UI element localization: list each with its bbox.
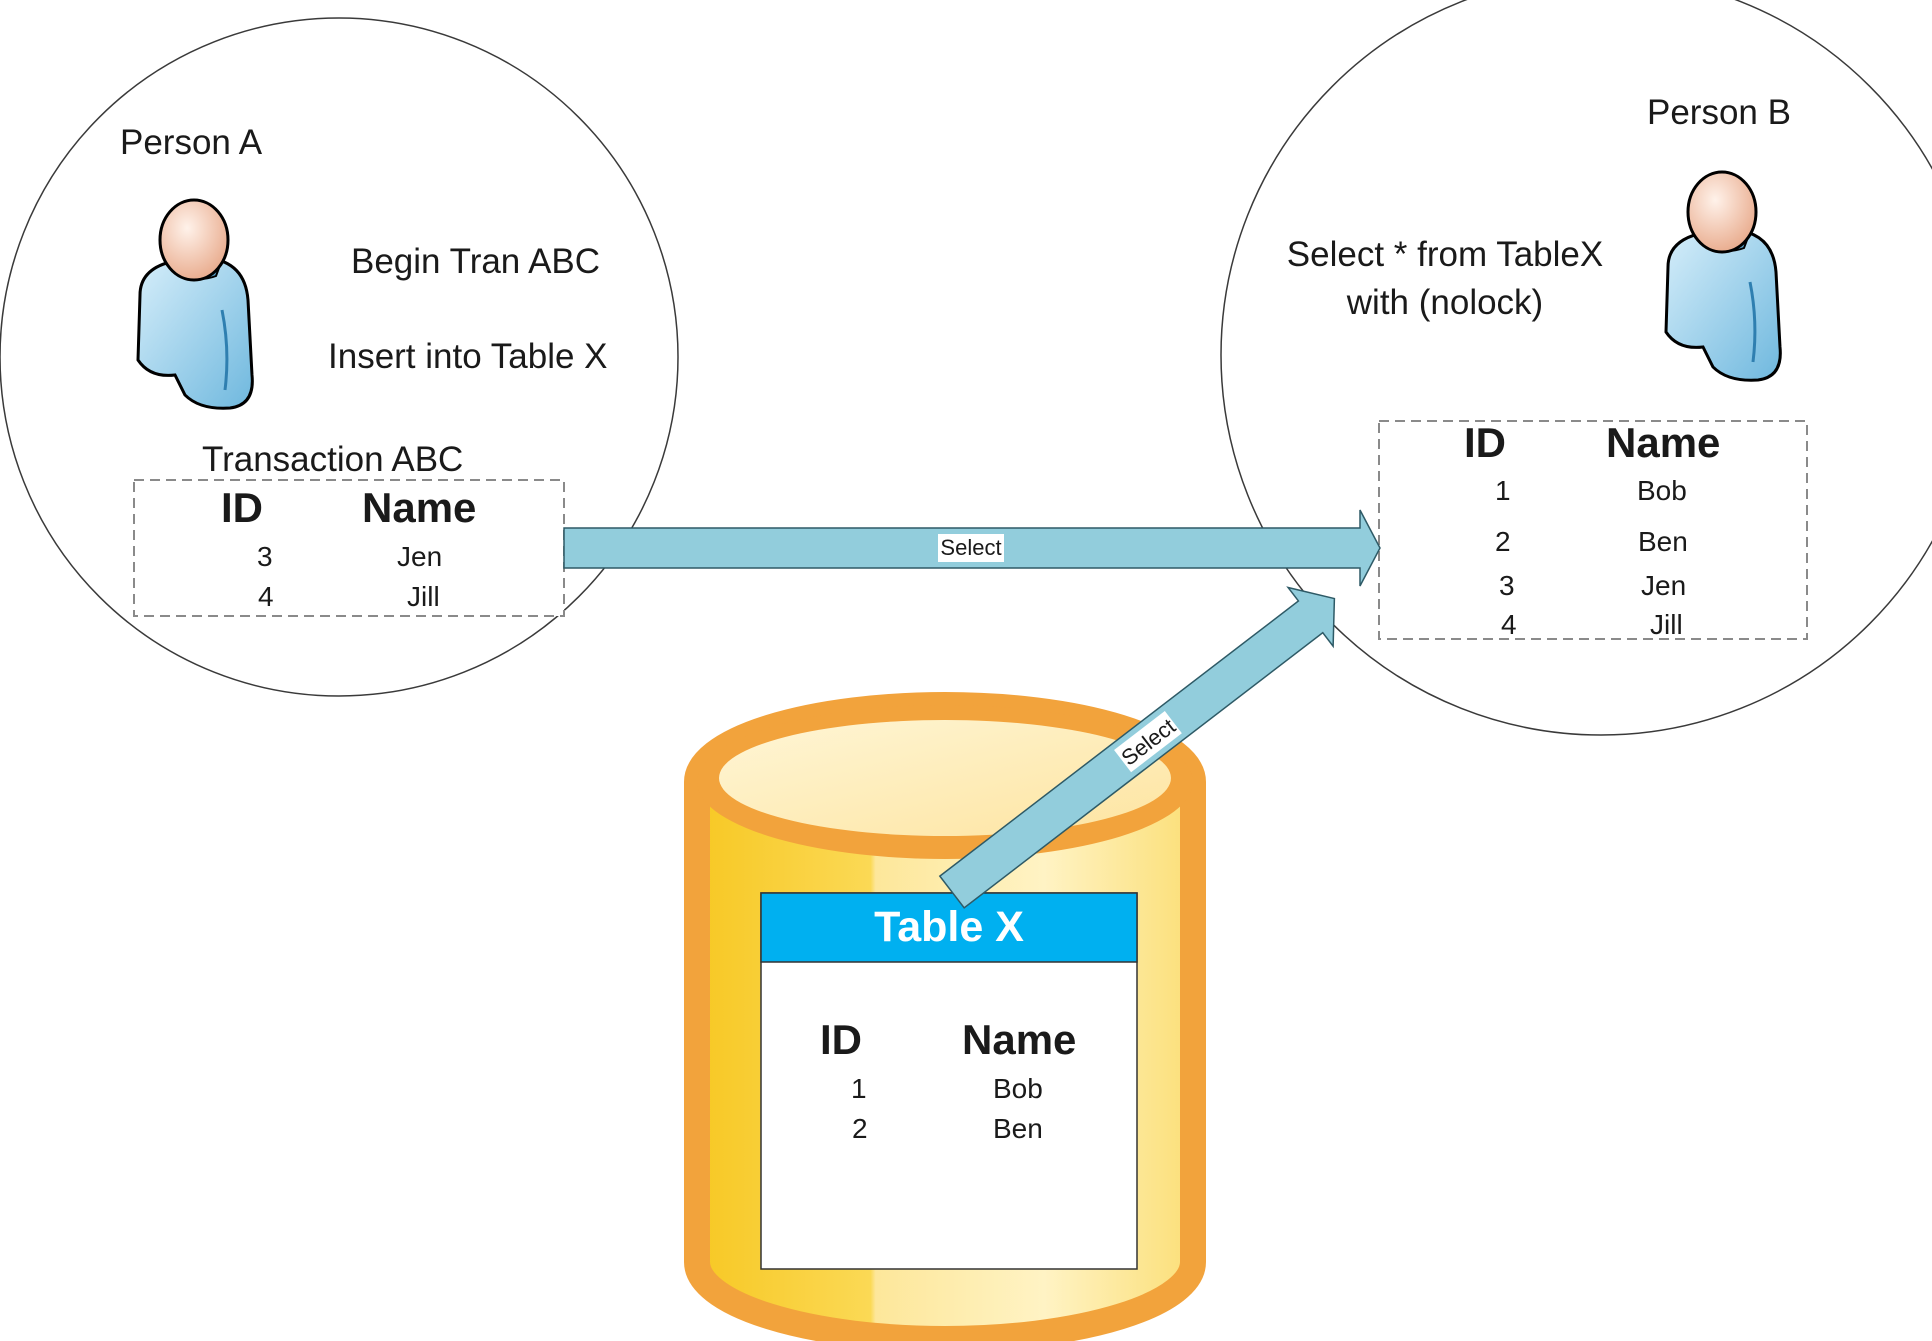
person-b-query-line-2: with (nolock) xyxy=(1346,283,1543,322)
result-table-row-2-name: Ben xyxy=(1638,526,1688,557)
result-table-row-1-id: 1 xyxy=(1495,475,1511,506)
table-x-row-2-id: 2 xyxy=(852,1113,868,1144)
result-table-row-3-id: 3 xyxy=(1499,570,1515,601)
transaction-label: Transaction ABC xyxy=(202,440,463,479)
table-x-row-1-name: Bob xyxy=(993,1073,1043,1104)
transaction-table-box xyxy=(133,479,565,617)
person-b-circle xyxy=(1220,0,1932,736)
transaction-table-header-name: Name xyxy=(362,484,476,531)
result-table-header-id: ID xyxy=(1464,419,1506,466)
user-icon xyxy=(1664,170,1782,382)
result-table-row-4-name: Jill xyxy=(1650,609,1683,640)
transaction-table-header-id: ID xyxy=(221,484,263,531)
person-a-circle xyxy=(0,17,679,697)
person-b-query-line-1: Select * from TableX xyxy=(1287,235,1603,274)
table-x-row-1-id: 1 xyxy=(851,1073,867,1104)
diagonal-arrow-label-bg xyxy=(1114,711,1182,773)
result-table-box xyxy=(1378,420,1808,640)
transaction-table-row-1-id: 3 xyxy=(257,541,273,572)
table-x-header-bar xyxy=(760,892,1138,963)
result-table-row-2-id: 2 xyxy=(1495,526,1511,557)
table-x-title: Table X xyxy=(874,903,1024,951)
result-table-row-4-id: 4 xyxy=(1501,609,1517,640)
table-x-header-name: Name xyxy=(962,1016,1076,1063)
database-cylinder-icon: Table X ID Name 1 Bob 2 Ben xyxy=(684,692,1206,1341)
table-x-row-2-name: Ben xyxy=(993,1113,1043,1144)
transaction-table-row-2-id: 4 xyxy=(258,581,274,612)
transaction-table-row-1-name: Jen xyxy=(397,541,442,572)
person-b-group: Person B Select * from TableX with (nolo… xyxy=(1220,0,1932,736)
horizontal-arrow-label: Select xyxy=(940,535,1001,560)
transaction-table-row-2-name: Jill xyxy=(407,581,440,612)
result-table-row-3-name: Jen xyxy=(1641,570,1686,601)
result-table-row-1-name: Bob xyxy=(1637,475,1687,506)
person-a-step-2: Insert into Table X xyxy=(328,337,608,376)
horizontal-select-arrow: Select xyxy=(563,509,1381,587)
person-a-group: Person A Begin Tran ABC Insert into Tabl… xyxy=(0,17,679,697)
result-table-header-name: Name xyxy=(1606,419,1720,466)
user-icon xyxy=(136,198,254,410)
horizontal-arrow-label-bg xyxy=(938,534,1004,562)
person-b-label: Person B xyxy=(1647,93,1791,132)
person-a-step-1: Begin Tran ABC xyxy=(351,242,600,281)
person-a-label: Person A xyxy=(120,123,263,162)
table-x-header-id: ID xyxy=(820,1016,862,1063)
